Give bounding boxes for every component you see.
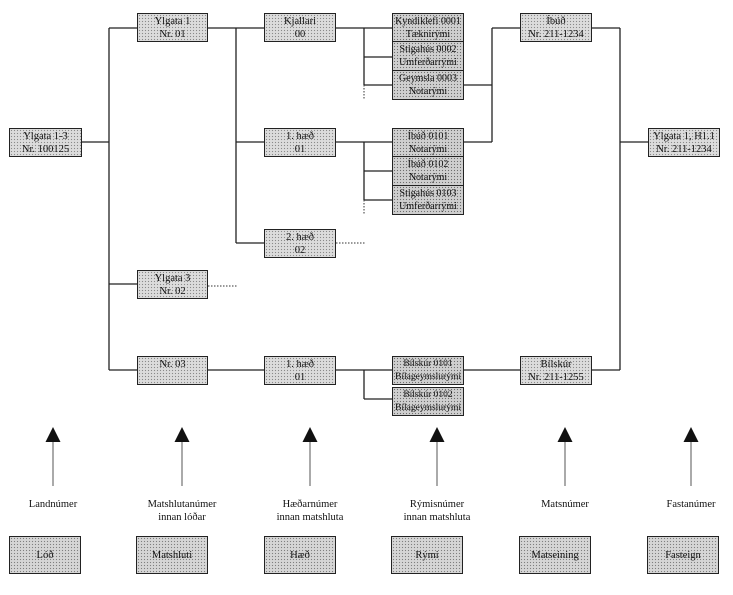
legend-caption: Landnúmer [0, 498, 113, 511]
legend-caption: Rýmisnúmer innan matshluta [377, 498, 497, 524]
matshluti-node: Nr. 03 [137, 356, 208, 385]
rymi-group: Kyndiklefi 0001 Tæknirými Stigahús 0002 … [392, 13, 464, 100]
legend-caption: Matshlutanúmer innan lóðar [122, 498, 242, 524]
node-name: Stigahús 0002 [399, 44, 457, 55]
node-name: Ylgata 1, H1.1 [653, 130, 715, 142]
legend-box-haed: Hæð [264, 536, 336, 574]
legend-box-rymi: Rými [391, 536, 463, 574]
caption-line: Matsnúmer [541, 499, 589, 510]
rymi-node: Íbúð 0101 Notarými [392, 128, 464, 157]
node-number: Nr. 211-1234 [528, 28, 584, 40]
caption-line: Landnúmer [28, 499, 78, 510]
haed-node: 1. hæð 01 [264, 128, 336, 157]
legend-label: Fasteign [665, 549, 701, 561]
node-number: Nr. 100125 [21, 143, 70, 155]
matshluti-node: Ylgata 1 Nr. 01 [137, 13, 208, 42]
node-type: Notarými [408, 143, 448, 155]
node-name: Bílskúr [540, 358, 572, 370]
fasteign-node: Ylgata 1, H1.1 Nr. 211-1234 [648, 128, 720, 157]
rymi-node: Bílskúr 0101 Bílageymslurými [392, 356, 464, 385]
legend-box-matshluti: Matshluti [136, 536, 208, 574]
node-number: Nr. 01 [159, 28, 186, 40]
rymi-node: Stigahús 0002 Umferðarrými [392, 42, 464, 71]
arrow-up-icon [683, 427, 699, 442]
lod-node: Ylgata 1-3 Nr. 100125 [9, 128, 82, 157]
matshluti-node: Ylgata 3 Nr. 02 [137, 270, 208, 299]
node-name: Stigahús 0103 [399, 188, 457, 199]
node-name: Íbúð 0101 [407, 130, 449, 142]
rymi-node: Kyndiklefi 0001 Tæknirými [392, 13, 464, 42]
node-name: Geymsla 0003 [398, 73, 458, 84]
arrow-up-icon [45, 427, 61, 442]
node-type: Notarými [408, 172, 448, 183]
node-name: 1. hæð [285, 130, 314, 142]
legend-label: Matshluti [151, 549, 193, 561]
node-name: Bílskúr 0101 [403, 358, 453, 369]
arrow-up-icon [429, 427, 445, 442]
arrow-up-icon [302, 427, 318, 442]
legend-caption: Hæðarnúmer innan matshluta [250, 498, 370, 524]
node-type: Bílageymslurými [395, 402, 461, 413]
node-name: 2. hæð [285, 231, 314, 243]
rymi-group: Bílskúr 0101 Bílageymslurými Bílskúr 010… [392, 356, 464, 416]
node-name: Kjallari [283, 15, 317, 27]
caption-line: innan lóðar [158, 512, 206, 523]
legend-label: Rými [415, 549, 439, 561]
node-type: Umferðarrými [399, 201, 457, 212]
node-name: Íbúð 0102 [407, 159, 449, 170]
node-number: 01 [294, 371, 306, 383]
node-name: Ylgata 3 [154, 272, 191, 284]
caption-line: Matshlutanúmer [147, 499, 217, 510]
node-number: Nr. 211-1255 [528, 371, 584, 383]
legend-box-fasteign: Fasteign [647, 536, 719, 574]
node-name: Bílskúr 0102 [403, 389, 453, 400]
legend-label: Matseining [531, 549, 579, 561]
haed-node: Kjallari 00 [264, 13, 336, 42]
caption-line: innan matshluta [403, 512, 471, 523]
node-type: Umferðarrými [399, 57, 457, 68]
legend-label: Lóð [36, 549, 54, 561]
haed-node: 2. hæð 02 [264, 229, 336, 258]
haed-node: 1. hæð 01 [264, 356, 336, 385]
rymi-node: Geymsla 0003 Notarými [392, 71, 464, 100]
legend-caption: Matsnúmer [505, 498, 625, 511]
rymi-group: Íbúð 0101 Notarými Íbúð 0102 Notarými St… [392, 128, 464, 215]
caption-line: Hæðarnúmer [282, 499, 338, 510]
node-number: Nr. 211-1234 [656, 143, 712, 155]
legend-label: Hæð [290, 549, 310, 561]
node-number: 02 [294, 244, 306, 256]
node-type: Notarými [408, 86, 448, 97]
caption-line: Fastanúmer [666, 499, 716, 510]
node-name: 1. hæð [285, 358, 314, 370]
node-name: Ylgata 1-3 [23, 130, 68, 142]
node-type: Bílageymslurými [395, 371, 461, 382]
arrow-up-icon [557, 427, 573, 442]
node-name: Ylgata 1 [154, 15, 191, 27]
node-number: Nr. 02 [159, 285, 186, 297]
node-name: Íbúð [546, 15, 566, 27]
node-number: 01 [294, 143, 306, 155]
arrow-up-icon [174, 427, 190, 442]
matseining-node: Íbúð Nr. 211-1234 [520, 13, 592, 42]
caption-line: innan matshluta [276, 512, 344, 523]
legend-box-matseining: Matseining [519, 536, 591, 574]
legend-caption: Fastanúmer [631, 498, 733, 511]
node-number: 00 [294, 28, 306, 40]
rymi-node: Stigahús 0103 Umferðarrými [392, 186, 464, 215]
rymi-node: Bílskúr 0102 Bílageymslurými [392, 387, 464, 416]
node-name: Kyndiklefi 0001 [395, 15, 461, 27]
legend-box-lod: Lóð [9, 536, 81, 574]
rymi-node: Íbúð 0102 Notarými [392, 157, 464, 186]
matseining-node: Bílskúr Nr. 211-1255 [520, 356, 592, 385]
caption-line: Rýmisnúmer [409, 499, 465, 510]
node-type: Tæknirými [405, 28, 451, 40]
node-name: Nr. 03 [159, 359, 186, 370]
